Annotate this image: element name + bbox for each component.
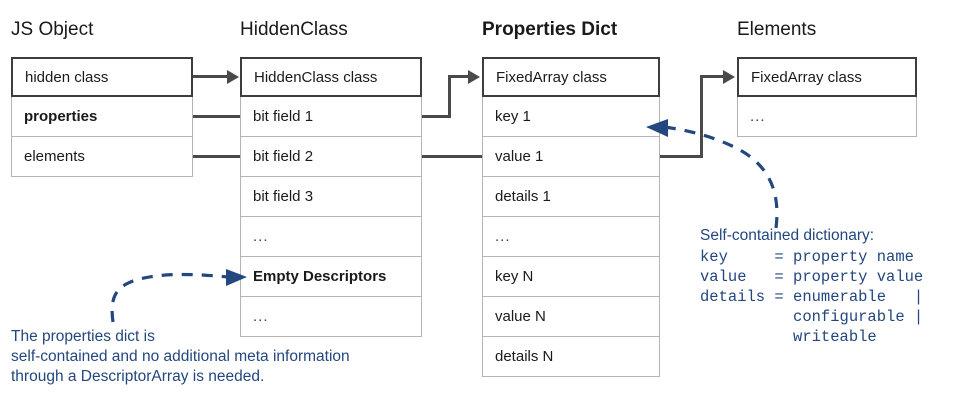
hidden-class-row-bit-field-1: bit field 1 [240,97,422,137]
connector-properties-stub [193,115,240,118]
js-object-box: hidden class properties elements [11,57,193,177]
elements-box: FixedArray class ... [737,57,917,137]
properties-dict-box: FixedArray class key 1 value 1 details 1… [482,57,660,377]
properties-dict-row-key-1: key 1 [482,97,660,137]
left-annotation-note: The properties dict is self-contained an… [11,328,350,385]
connector-bitfield2-stub [422,155,482,158]
hidden-class-row-empty-descriptors: Empty Descriptors [240,257,422,297]
properties-dict-row-key-n: key N [482,257,660,297]
elements-row-ellipsis: ... [737,97,917,137]
arrowhead-properties-dict [468,70,480,84]
js-object-row-properties: properties [11,97,193,137]
properties-dict-row-value-n: value N [482,297,660,337]
connector-bitfield1-horizontal [422,115,451,118]
right-annotation-lines: key = property name value = property val… [700,248,924,346]
connector-value1-horizontal [660,155,703,158]
connector-bitfield1-vertical [448,75,451,118]
hidden-class-row-ellipsis-1: ... [240,217,422,257]
column-title-properties-dict: Properties Dict [482,19,618,40]
elements-row-fixedarray-class: FixedArray class [737,57,917,97]
dashed-arrow-left-path [110,272,229,323]
connector-hidden-class-to-hiddenclass [193,75,229,78]
arrowhead-hiddenclass [227,70,239,84]
hidden-class-row-hiddenclass-class: HiddenClass class [240,57,422,97]
column-title-elements: Elements [737,19,817,40]
properties-dict-row-details-n: details N [482,337,660,377]
properties-dict-row-ellipsis: ... [482,217,660,257]
dashed-arrow-left-head [226,269,247,286]
properties-dict-row-value-1: value 1 [482,137,660,177]
dashed-arrow-right-path [663,125,779,229]
properties-dict-row-fixedarray-class: FixedArray class [482,57,660,97]
js-object-row-elements: elements [11,137,193,177]
properties-dict-row-details-1: details 1 [482,177,660,217]
hidden-class-box: HiddenClass class bit field 1 bit field … [240,57,422,337]
hidden-class-row-bit-field-2: bit field 2 [240,137,422,177]
connector-elements-stub [193,155,240,158]
column-title-hidden-class: HiddenClass [240,19,348,40]
connector-value1-to-elements [700,75,725,78]
right-annotation-heading: Self-contained dictionary: [700,227,875,244]
hidden-class-row-bit-field-3: bit field 3 [240,177,422,217]
dashed-arrow-right-head [646,119,668,137]
connector-value1-vertical [700,75,703,158]
hidden-class-row-ellipsis-2: ... [240,297,422,337]
connector-bitfield1-to-propdict [448,75,470,78]
column-title-js-object: JS Object [11,19,94,40]
arrowhead-elements [723,70,735,84]
js-object-row-hidden-class: hidden class [11,57,193,97]
